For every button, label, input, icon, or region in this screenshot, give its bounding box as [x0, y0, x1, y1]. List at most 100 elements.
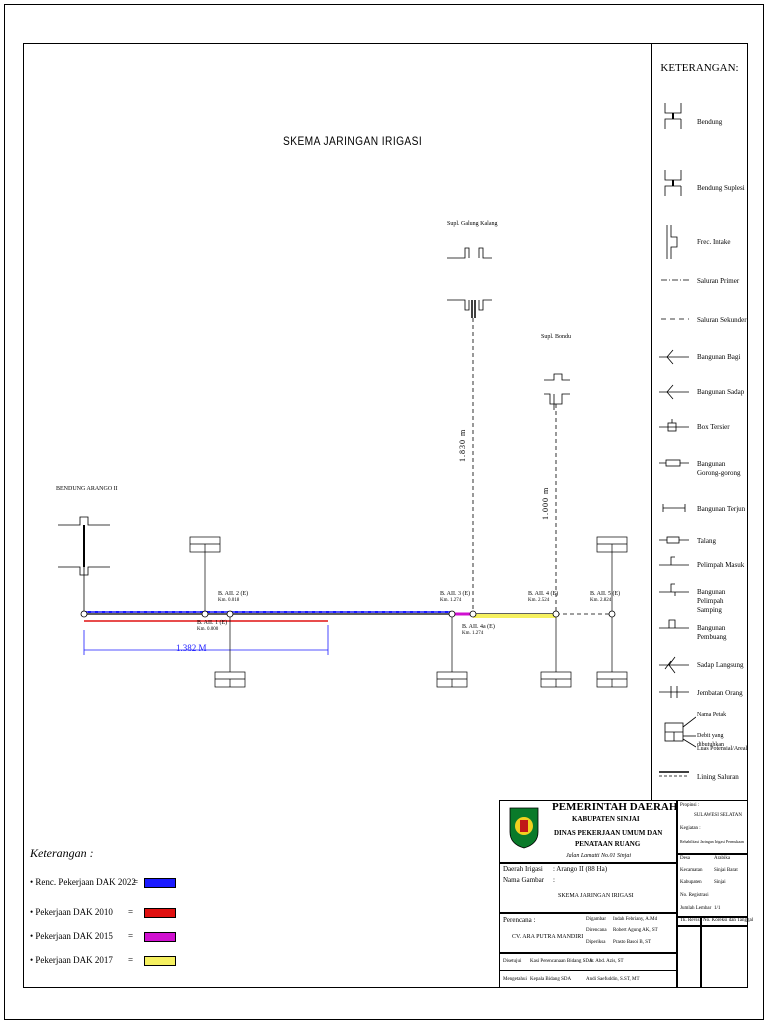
tb-jumlah-lembar: Jumlah Lembar: [680, 906, 712, 911]
sadap-langsung-icon: [659, 656, 689, 674]
bottom-legend-2017: • Pekerjaan DAK 2017: [30, 955, 113, 965]
tb-no-koreksi: No. Koreksi dan Tanggal: [703, 918, 754, 923]
node-label-aii4a: B. AII. 4a (E)Km. 1.274: [462, 624, 495, 636]
swatch-2015: [144, 932, 176, 942]
legend-bangunan-terjun: Bangunan Terjun: [697, 505, 746, 513]
tb-mengetahui-role: Kepala Bidang SDA: [530, 977, 572, 982]
supl-galung-label: Supl. Galung Kalang: [447, 221, 498, 227]
supl-bondu-label: Supl. Bondu: [541, 334, 572, 340]
node-aii4a: [469, 610, 477, 618]
diagram-title: SKEMA JARINGAN IRIGASI: [283, 134, 423, 148]
legend-box-tersier: Box Tersier: [697, 423, 730, 431]
tb-tk-revisi: Tk. Revisi: [680, 918, 701, 923]
tb-kecamatan-value: Sinjai Barat: [714, 868, 738, 873]
swatch-2017: [144, 956, 176, 966]
tb-kab: KABUPATEN SINJAI: [572, 815, 640, 823]
tb-ng-value: :: [553, 876, 555, 884]
bangunan-sadap-icon: [659, 384, 689, 400]
tb-org: PEMERINTAH DAERAH: [552, 801, 678, 813]
tb-di-value: : Arango II (88 Ha): [553, 865, 608, 873]
bangunan-pembuang-icon: [659, 619, 689, 629]
legend-debit: Debit yang dibutuhkan: [697, 733, 724, 748]
legend-bendung: Bendung: [697, 118, 723, 126]
legend-symbols: [659, 103, 696, 777]
legend-pelimpah-masuk: Pelimpah Masuk: [697, 561, 745, 569]
tb-digambar-name: Indah Febriany, A.Md: [613, 917, 658, 922]
tb-digambar: Digambar: [586, 917, 606, 922]
bottom-legend-2022-eq: =: [133, 877, 139, 887]
frec-intake-icon: [666, 225, 678, 259]
legend-nama-petak: Nama Petak: [697, 712, 727, 718]
tb-propinsi-label: Propinsi :: [680, 803, 700, 808]
bendung-icon: [664, 103, 682, 129]
irrigation-schematic: [58, 247, 628, 688]
lining-icon: [659, 771, 689, 777]
dist-main-label: 1.382 M: [176, 643, 207, 653]
swatch-2010: [144, 908, 176, 918]
kabupaten-logo: [509, 807, 539, 849]
legend-saluran-primer: Saluran Primer: [697, 277, 740, 285]
tb-perencana-value: CV. ARA PUTRA MANDIRI: [512, 934, 584, 940]
pelimpah-masuk-icon: [659, 556, 689, 566]
node-label-aii2: B. AII. 2 (E)Km. 0.018: [218, 591, 249, 603]
supl-galung-icon: [447, 247, 492, 318]
bottom-legend-title: Keterangan :: [30, 846, 94, 860]
tb-disetujui-role: Kasi Perencanaan Bidang SDA: [530, 959, 593, 964]
legend-luas: Luas Potensial/Areal: [697, 746, 748, 752]
bottom-legend-2010: • Pekerjaan DAK 2010: [30, 907, 113, 917]
legend-bangunan-bagi: Bangunan Bagi: [697, 353, 741, 361]
tb-disetujui-name: Ir. Abd. Azis, ST: [590, 959, 624, 964]
tb-mengetahui: Mengetahui: [503, 977, 527, 982]
bendung-arango-icon: [58, 516, 110, 612]
tb-no-registrasi: No. Registrasi: [680, 893, 709, 898]
tb-kecamatan-label: Kecamatan: [680, 868, 703, 873]
drawing-frame: [23, 43, 748, 988]
gorong-gorong-icon: [659, 459, 689, 467]
tb-diperiksa-name: Prasto Basoi B, ST: [613, 940, 652, 945]
swatch-2022: [144, 878, 176, 888]
tb-diperiksa: Diperiksa: [586, 940, 606, 945]
bangunan-bagi-icon: [659, 349, 689, 365]
supl-bondu-icon: [544, 373, 570, 410]
tb-kegiatan-label: Kegiatan :: [680, 826, 701, 831]
dist-bondu-label: 1.000 m: [541, 486, 550, 520]
bottom-legend-2015-eq: =: [128, 931, 134, 941]
dist-galung-label: 1.830 m: [458, 428, 467, 462]
tb-jumlah-lembar-value: 1/1: [714, 906, 721, 911]
tb-desa-value: Arabika: [714, 856, 731, 861]
legend-title: KETERANGAN:: [660, 62, 739, 74]
node-aii5: [608, 610, 616, 618]
legend-bendung-suplesi: Bendung Suplesi: [697, 184, 745, 192]
node-bendung: [80, 610, 88, 618]
node-aii4: [552, 610, 560, 618]
node-aii3: [448, 610, 456, 618]
legend-saluran-sekunder: Saluran Sekunder: [697, 316, 747, 324]
tb-direncana: Direncana: [586, 928, 607, 933]
bottom-legend-2015: • Pekerjaan DAK 2015: [30, 931, 113, 941]
tb-direncana-name: Robert Agung AK, ST: [613, 928, 658, 933]
tb-dinas1: DINAS PEKERJAAN UMUM DAN: [554, 829, 663, 837]
tb-ng-label: Nama Gambar: [503, 876, 545, 884]
box-tersier-icon: [659, 419, 689, 432]
tb-disetujui: Disetujui: [503, 959, 522, 964]
tb-gambar-title: SKEMA JARINGAN IRIGASI: [558, 893, 634, 899]
node-label-aii5: B. AII. 5 (E)Km. 2.824: [590, 591, 621, 603]
legend-lining: Lining Saluran: [697, 773, 739, 781]
bendung-suplesi-icon: [664, 170, 682, 196]
tb-di-label: Daerah Irigasi: [503, 865, 543, 873]
tb-perencana-label: Perencana :: [503, 916, 536, 924]
bottom-legend-2017-eq: =: [128, 955, 134, 965]
legend-sadap-langsung: Sadap Langsung: [697, 661, 744, 669]
node-label-aii3: B. AII. 3 (E)Km. 1.274: [440, 591, 471, 603]
legend-frec-intake: Frec. Intake: [697, 238, 731, 246]
tb-kabupaten-label: Kabupaten: [680, 880, 702, 885]
legend-pelimpah-samping: Bangunan Pelimpah Samping: [697, 588, 726, 614]
tb-mengetahui-name: Andi Saefuddin, S.ST, MT: [586, 977, 640, 982]
legend-column: [651, 43, 748, 800]
tb-address: Jalan Lamatti No.01 Sinjai: [566, 853, 632, 859]
tb-kabupaten-value: Sinjai: [714, 880, 726, 885]
tb-kegiatan-value: Rehabilitasi Jaringan Irigasi Permukaan: [680, 839, 744, 844]
legend-jembatan-orang: Jembatan Orang: [697, 689, 743, 697]
bottom-legend-2022: • Renc. Pekerjaan DAK 2022: [30, 877, 136, 887]
tb-propinsi-value: SULAWESI SELATAN: [694, 813, 742, 818]
